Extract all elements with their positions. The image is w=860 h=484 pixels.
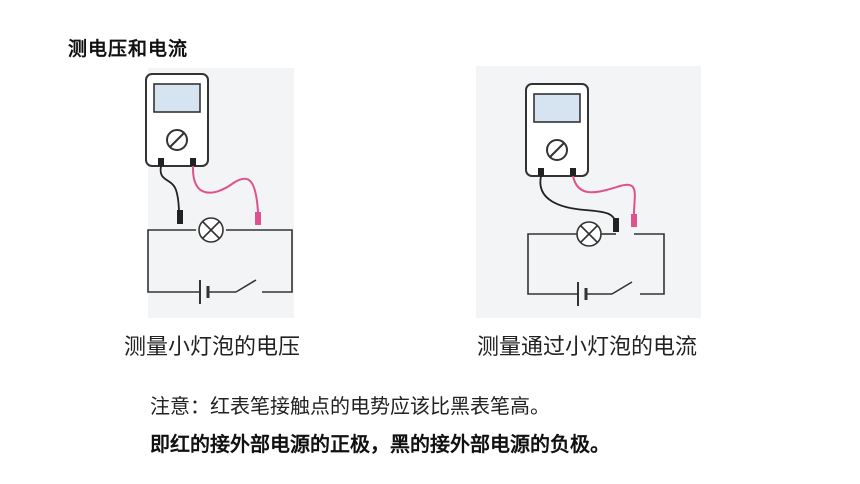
voltage-caption: 测量小灯泡的电压 [124,335,301,360]
battery-icon [577,282,612,306]
voltage-circuit [145,73,293,304]
current-caption: 测量通过小灯泡的电流 [477,335,698,360]
multimeter-icon [525,83,589,177]
current-circuit [525,83,665,306]
note-line-1: 注意：红表笔接触点的电势应该比黑表笔高。 [150,394,550,418]
red-lead [572,175,636,215]
battery-icon [199,280,236,304]
red-lead [191,165,259,213]
lamp-icon [198,217,224,243]
lamp-icon [576,221,602,247]
black-lead [539,175,617,223]
switch-icon [611,281,633,295]
page-title: 测电压和电流 [68,38,189,60]
multimeter-icon [145,73,209,167]
note-line-2: 即红的接外部电源的正极，黑的接外部电源的负极。 [150,432,610,456]
switch-icon [235,279,257,293]
